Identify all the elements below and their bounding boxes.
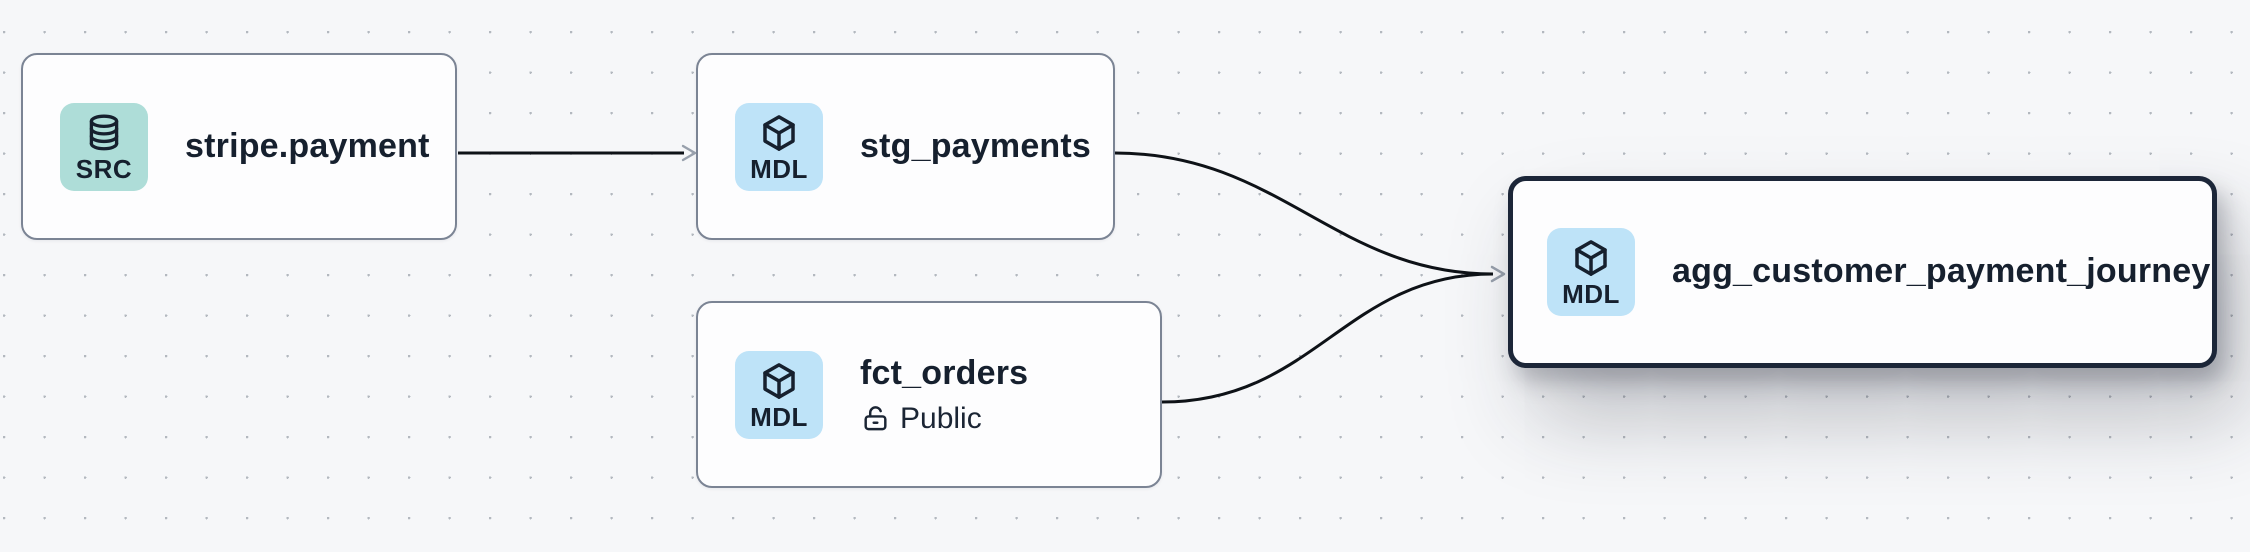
model-badge: MDL (735, 102, 823, 191)
edge-fct-orders-to-agg-customer-payment-journey[interactable] (1161, 265, 1506, 404)
model-badge: MDL (735, 350, 823, 439)
node-title: fct_orders (860, 354, 1029, 393)
node-title: stripe.payment (185, 126, 430, 165)
node-stripe-payment[interactable]: SRC stripe.payment (21, 53, 457, 240)
model-badge: MDL (1547, 228, 1635, 316)
node-title: agg_customer_payment_journey (1672, 252, 2211, 291)
badge-label: MDL (1562, 279, 1620, 309)
cube-icon (1575, 240, 1607, 276)
database-icon (89, 114, 119, 150)
access-label: Public (900, 401, 982, 435)
unlock-icon (864, 405, 887, 430)
badge-label: MDL (750, 153, 808, 184)
node-stg-payments[interactable]: MDL stg_payments (696, 53, 1115, 240)
node-fct-orders[interactable]: MDL fct_orders Public (696, 301, 1162, 488)
cube-icon (763, 114, 795, 151)
node-title: stg_payments (860, 126, 1092, 165)
node-agg-customer-payment-journey[interactable]: MDL agg_customer_payment_journey (1508, 176, 2217, 368)
edge-stg-payments-to-agg-customer-payment-journey[interactable] (1114, 151, 1506, 283)
source-badge: SRC (60, 102, 148, 191)
badge-label: SRC (75, 153, 133, 184)
cube-icon (763, 362, 795, 399)
badge-label: MDL (750, 401, 808, 432)
access-level: Public (860, 402, 1028, 435)
